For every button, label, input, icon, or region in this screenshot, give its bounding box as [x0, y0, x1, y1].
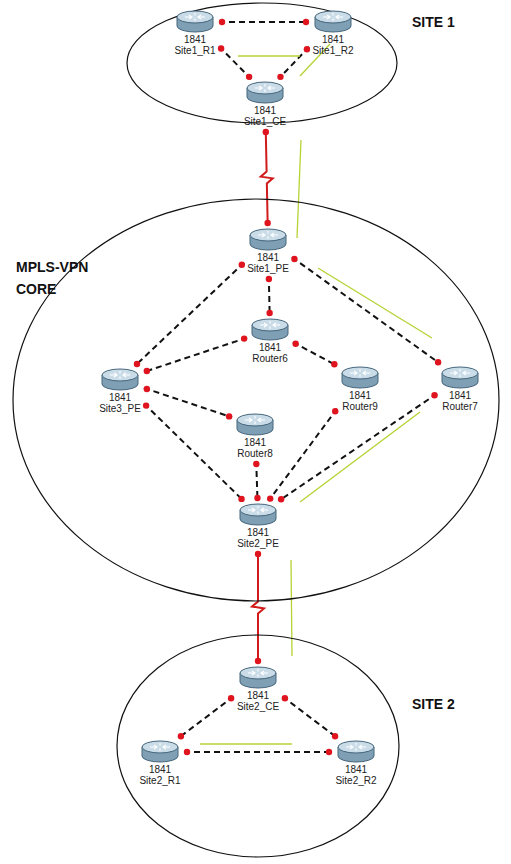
site-region: SITE 11841Site1_R11841Site1_R21841Site1_… [126, 2, 398, 124]
router-name: Router8 [237, 448, 273, 459]
router-icon [336, 740, 376, 764]
annotation-line [318, 268, 432, 338]
router-icon [250, 318, 290, 342]
router-node: 1841Site1_CE [243, 81, 288, 127]
router-node: 1841Site2_R2 [334, 740, 378, 786]
router-node: 1841Site1_R2 [311, 10, 355, 56]
ethernet-link [291, 256, 441, 366]
ethernet-link [292, 340, 337, 367]
ethernet-link [218, 45, 252, 80]
model-number: 1841 [149, 764, 171, 775]
ethernet-link [282, 695, 339, 739]
model-number: 1841 [322, 34, 344, 45]
router-node: 1841Router6 [249, 318, 291, 364]
site-region: MPLS-VPN CORE1841Site1_PE1841Router61841… [12, 198, 500, 602]
annotation-line [291, 560, 292, 656]
router-icon [140, 740, 180, 764]
model-number: 1841 [184, 34, 206, 45]
model-number: 1841 [109, 392, 131, 403]
ethernet-link [134, 262, 245, 368]
router-icon [235, 413, 275, 437]
model-number: 1841 [259, 342, 281, 353]
ethernet-link [219, 19, 309, 25]
router-name: Router9 [342, 401, 378, 412]
annotation-line [200, 743, 292, 744]
model-number: 1841 [257, 252, 279, 263]
ethernet-link [267, 408, 338, 502]
model-number: 1841 [247, 690, 269, 701]
router-node: 1841Router9 [339, 366, 381, 412]
ethernet-link [266, 276, 273, 316]
router-icon [245, 81, 285, 105]
router-icon [238, 503, 278, 527]
ethernet-link [184, 749, 332, 755]
router-name: Site1_CE [244, 116, 286, 127]
router-name: Site3_PE [99, 403, 141, 414]
model-number: 1841 [345, 764, 367, 775]
router-name: Site2_PE [237, 538, 279, 549]
ethernet-link [143, 402, 245, 502]
router-node: 1841Router7 [439, 366, 481, 412]
annotation-line [238, 55, 300, 56]
ethernet-link [277, 46, 310, 80]
region-heading: MPLS-VPN CORE [16, 256, 96, 300]
router-name: Site2_R2 [335, 775, 376, 786]
annotation-line [297, 140, 301, 238]
region-heading: SITE 2 [412, 696, 455, 713]
ethernet-link [278, 392, 438, 502]
router-icon [313, 10, 353, 34]
router-icon [100, 368, 140, 392]
annotation-line [300, 412, 420, 502]
ethernet-link [253, 461, 261, 501]
router-name: Site1_PE [247, 263, 289, 274]
router-node: 1841Router8 [234, 413, 276, 459]
router-node: 1841Site1_R1 [173, 10, 217, 56]
site-region: SITE 21841Site2_CE1841Site2_R11841Site2_… [116, 634, 400, 858]
router-icon [248, 228, 288, 252]
serial-link [252, 551, 264, 664]
model-number: 1841 [244, 437, 266, 448]
ethernet-link [178, 695, 235, 739]
router-icon [440, 366, 480, 390]
router-name: Site1_R1 [174, 45, 215, 56]
ethernet-link [144, 386, 233, 420]
router-icon [238, 666, 278, 690]
router-node: 1841Site2_PE [236, 503, 280, 549]
router-name: Router6 [252, 353, 288, 364]
router-node: 1841Site2_R1 [138, 740, 182, 786]
router-node: 1841Site3_PE [98, 368, 142, 414]
router-name: Site1_R2 [312, 45, 353, 56]
router-name: Site2_CE [237, 701, 279, 712]
model-number: 1841 [254, 105, 276, 116]
router-name: Site2_R1 [139, 775, 180, 786]
model-number: 1841 [247, 527, 269, 538]
ethernet-link [144, 335, 248, 374]
router-node: 1841Site2_CE [236, 666, 281, 712]
region-heading: SITE 1 [412, 14, 455, 31]
serial-link [261, 129, 273, 226]
router-node: 1841Site1_PE [246, 228, 290, 274]
router-icon [175, 10, 215, 34]
router-icon [340, 366, 380, 390]
model-number: 1841 [449, 390, 471, 401]
router-name: Router7 [442, 401, 478, 412]
model-number: 1841 [349, 390, 371, 401]
